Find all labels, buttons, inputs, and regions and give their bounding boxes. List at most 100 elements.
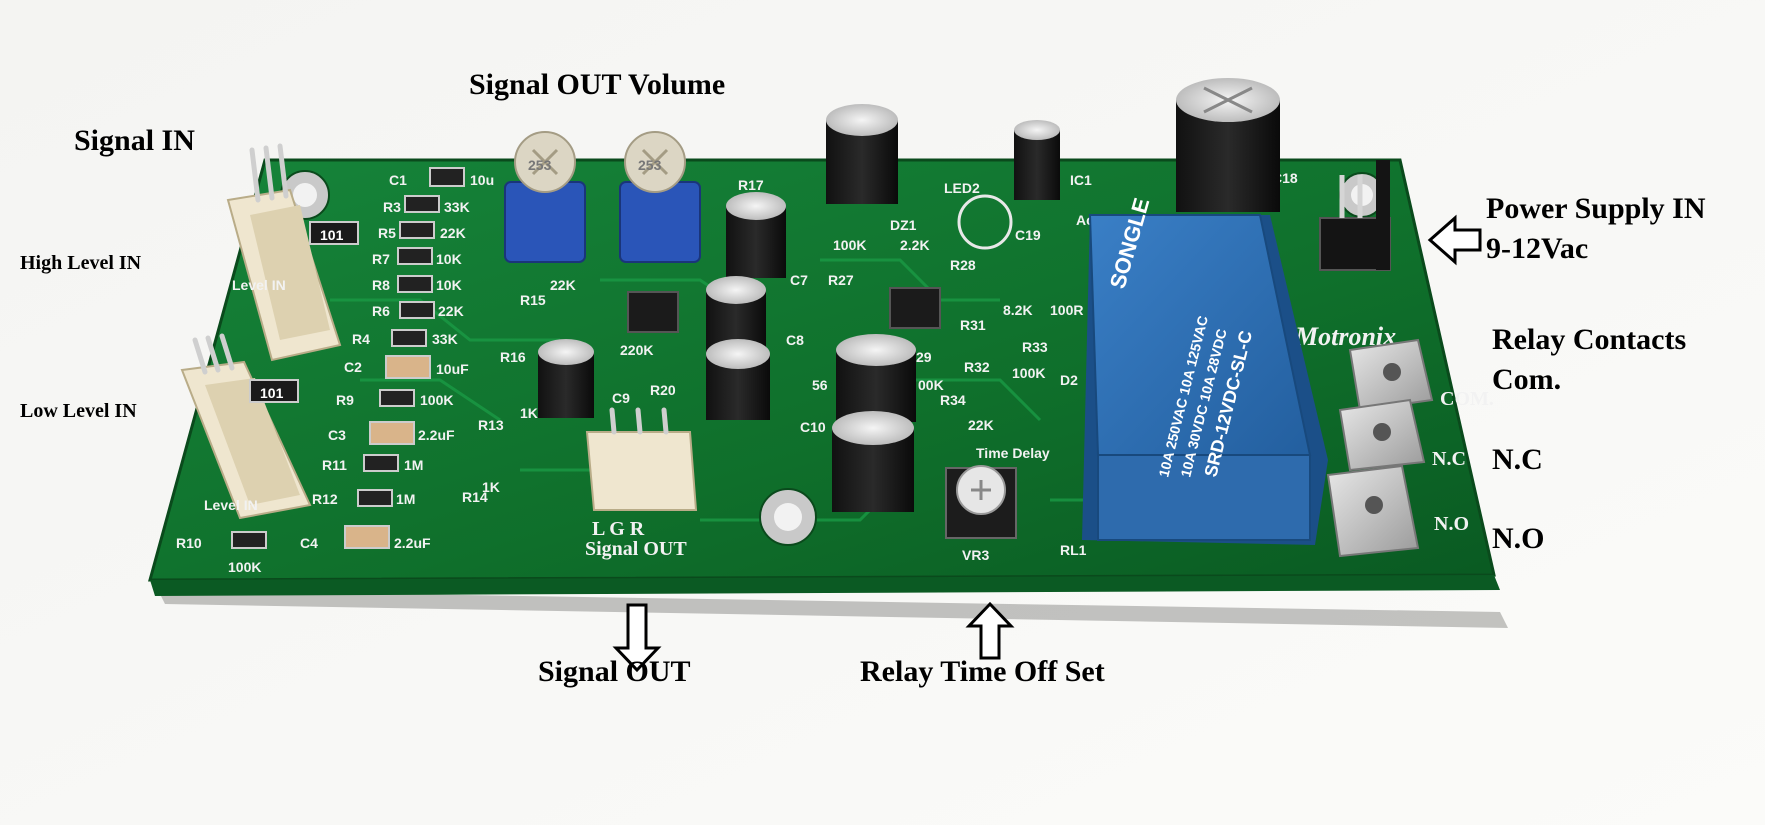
high-level-in-connector xyxy=(226,143,342,362)
svg-text:8.2K: 8.2K xyxy=(1003,302,1033,318)
svg-text:100K: 100K xyxy=(420,392,453,408)
svg-text:C7: C7 xyxy=(790,272,808,288)
svg-text:C4: C4 xyxy=(300,535,318,551)
svg-text:101: 101 xyxy=(260,385,284,401)
svg-text:100K: 100K xyxy=(228,559,261,575)
svg-text:2.2K: 2.2K xyxy=(900,237,930,253)
low-level-in-connector xyxy=(180,333,312,520)
svg-text:R27: R27 xyxy=(828,272,854,288)
svg-text:C9: C9 xyxy=(612,390,630,406)
op-amp-chips xyxy=(627,287,941,333)
svg-text:1K: 1K xyxy=(482,479,500,495)
svg-text:22K: 22K xyxy=(550,277,576,293)
svg-text:1M: 1M xyxy=(396,491,415,507)
svg-text:R7: R7 xyxy=(372,251,390,267)
svg-text:Signal OUT: Signal OUT xyxy=(585,538,687,560)
time-delay-trimmer xyxy=(945,465,1017,539)
svg-text:IC1: IC1 xyxy=(1070,172,1092,188)
svg-text:D2: D2 xyxy=(1060,372,1078,388)
svg-text:100R: 100R xyxy=(1050,302,1083,318)
svg-text:R17: R17 xyxy=(738,177,764,193)
signal-in-label: Signal IN xyxy=(74,124,195,157)
svg-text:R34: R34 xyxy=(940,392,966,408)
signal-out-connector xyxy=(585,407,698,511)
svg-text:RL1: RL1 xyxy=(1060,542,1087,558)
svg-text:56: 56 xyxy=(812,377,828,393)
svg-text:C1: C1 xyxy=(389,172,407,188)
svg-text:C19: C19 xyxy=(1015,227,1041,243)
svg-text:R28: R28 xyxy=(950,257,976,273)
svg-text:253: 253 xyxy=(528,157,552,173)
svg-text:C2: C2 xyxy=(344,359,362,375)
no-contact-label: N.O xyxy=(1492,522,1545,555)
svg-text:R8: R8 xyxy=(372,277,390,293)
signal-out-volume-trimmers: 253 253 xyxy=(504,131,701,263)
svg-text:C8: C8 xyxy=(786,332,804,348)
signal-out-volume-label: Signal OUT Volume xyxy=(469,68,726,101)
svg-text:101: 101 xyxy=(320,227,344,243)
svg-text:L G R: L G R xyxy=(592,518,645,540)
svg-text:22K: 22K xyxy=(438,303,464,319)
power-arrow-icon xyxy=(1427,214,1482,266)
svg-text:C10: C10 xyxy=(800,419,826,435)
svg-text:22K: 22K xyxy=(440,225,466,241)
svg-text:1M: 1M xyxy=(404,457,423,473)
svg-text:10uF: 10uF xyxy=(436,361,469,377)
relay-contacts-com-label: Com. xyxy=(1492,363,1562,396)
silkscreen-text: C1 10u R3 33K R5 22K R7 10K R8 10K R6 22… xyxy=(176,170,1494,575)
svg-text:R4: R4 xyxy=(352,331,370,347)
low-level-in-label: Low Level IN xyxy=(20,400,137,422)
svg-text:Level IN: Level IN xyxy=(232,277,286,293)
svg-text:VR3: VR3 xyxy=(962,547,989,563)
svg-text:220K: 220K xyxy=(620,342,653,358)
relay-contacts-label: Relay Contacts xyxy=(1492,323,1687,356)
svg-text:100K: 100K xyxy=(1012,365,1045,381)
signal-out-label: Signal OUT xyxy=(538,655,691,688)
svg-text:R33: R33 xyxy=(1022,339,1048,355)
svg-text:R15: R15 xyxy=(520,292,546,308)
svg-text:22K: 22K xyxy=(968,417,994,433)
svg-text:33K: 33K xyxy=(444,199,470,215)
svg-text:00K: 00K xyxy=(918,377,944,393)
svg-text:253: 253 xyxy=(638,157,662,173)
svg-text:1K: 1K xyxy=(520,405,538,421)
electrolytic-capacitors xyxy=(538,78,1280,512)
svg-text:R13: R13 xyxy=(478,417,504,433)
power-supply-in-label: Power Supply IN xyxy=(1486,192,1706,225)
svg-text:R10: R10 xyxy=(176,535,202,551)
svg-text:R9: R9 xyxy=(336,392,354,408)
high-level-in-label: High Level IN xyxy=(20,252,142,274)
svg-text:R11: R11 xyxy=(322,457,347,473)
power-supply-header xyxy=(1319,160,1391,271)
svg-text:LED2: LED2 xyxy=(944,180,980,196)
power-supply-voltage-label: 9-12Vac xyxy=(1486,232,1589,265)
svg-text:2.2uF: 2.2uF xyxy=(418,427,455,443)
svg-text:100K: 100K xyxy=(833,237,866,253)
svg-text:R31: R31 xyxy=(960,317,986,333)
svg-text:Time Delay: Time Delay xyxy=(976,445,1050,461)
svg-text:R6: R6 xyxy=(372,303,390,319)
signal-out-arrow-icon xyxy=(612,603,662,673)
nc-contact-label: N.C xyxy=(1492,443,1543,476)
svg-text:10K: 10K xyxy=(436,251,462,267)
svg-text:COM.: COM. xyxy=(1440,388,1494,410)
svg-text:Level IN: Level IN xyxy=(204,497,258,513)
svg-text:R32: R32 xyxy=(964,359,990,375)
svg-text:R12: R12 xyxy=(312,491,338,507)
svg-text:C3: C3 xyxy=(328,427,346,443)
svg-text:10K: 10K xyxy=(436,277,462,293)
svg-text:N.C: N.C xyxy=(1432,448,1466,470)
svg-text:R16: R16 xyxy=(500,349,526,365)
svg-text:N.O: N.O xyxy=(1434,513,1469,535)
relay-spade-terminals xyxy=(1326,338,1434,558)
svg-text:R3: R3 xyxy=(383,199,401,215)
svg-text:10u: 10u xyxy=(470,172,494,188)
time-off-arrow-icon xyxy=(965,601,1015,660)
arrow-icons xyxy=(612,214,1482,673)
svg-text:29: 29 xyxy=(916,349,932,365)
svg-text:R5: R5 xyxy=(378,225,396,241)
smd-resistor-column xyxy=(231,167,465,549)
svg-text:DZ1: DZ1 xyxy=(890,217,917,233)
svg-text:33K: 33K xyxy=(432,331,458,347)
svg-text:R20: R20 xyxy=(650,382,676,398)
